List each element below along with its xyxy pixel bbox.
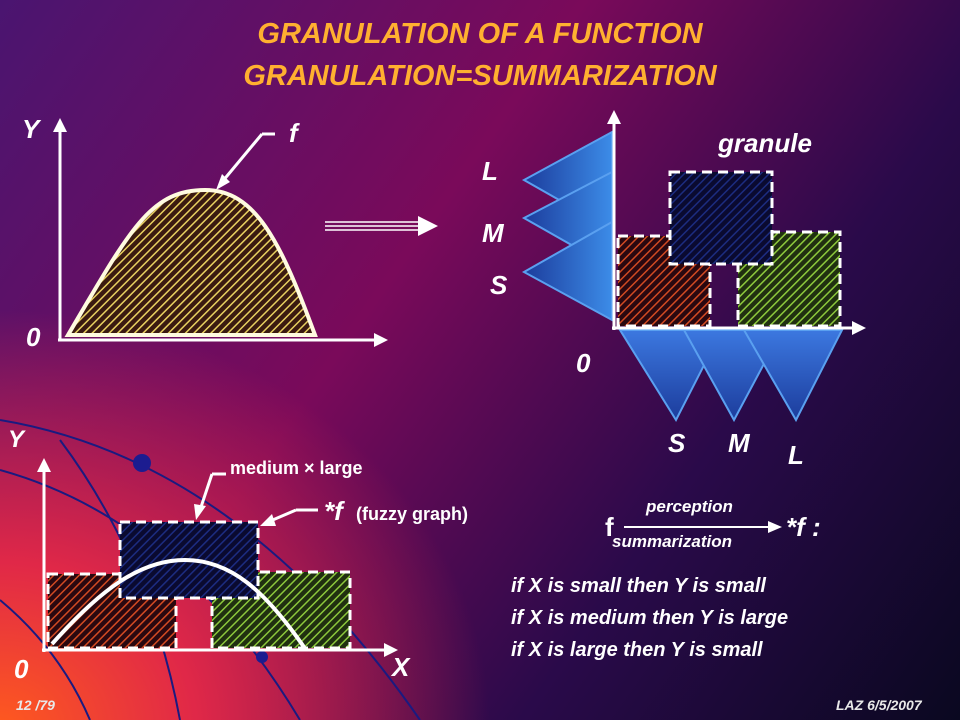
background-dot — [133, 454, 151, 472]
f-pointer-arrow — [220, 133, 264, 183]
y-term-S: S — [490, 270, 508, 300]
y-axis-arrow — [37, 458, 51, 472]
background-dot — [256, 651, 268, 663]
medium-large-label: medium × large — [230, 458, 363, 478]
fuzzy-graph-pointer-head — [260, 514, 276, 526]
fuzzy-graph-label: *f — [324, 496, 343, 526]
mapping-from: f — [605, 512, 614, 542]
granule-pointer-head — [194, 504, 206, 520]
f-pointer-head — [216, 174, 230, 190]
author-date: LAZ 6/5/2007 — [836, 697, 922, 713]
function-curve — [64, 187, 318, 337]
fuzzy-graph-note: (fuzzy graph) — [356, 504, 468, 524]
rule-1: if X is small then Y is small — [511, 575, 766, 597]
mapping-to: *f : — [786, 512, 821, 542]
y-axis-arrow — [53, 118, 67, 132]
y-axis-arrow — [607, 110, 621, 124]
function-plot — [53, 118, 388, 347]
x-axis-arrow — [852, 321, 866, 335]
y-fuzzy-set-S — [521, 220, 613, 322]
x-term-S: S — [668, 428, 686, 458]
function-label: f — [289, 118, 298, 148]
title-line-2: GRANULATION=SUMMARIZATION — [243, 60, 717, 92]
page-number: 12 /79 — [16, 697, 55, 713]
origin-label: 0 — [14, 654, 29, 684]
perception-label: perception — [646, 497, 733, 516]
x-axis-label: X — [392, 652, 410, 682]
summarization-label: summarization — [612, 532, 732, 551]
rule-2: if X is medium then Y is large — [511, 607, 789, 629]
origin-label: 0 — [576, 348, 591, 378]
transition-arrow — [325, 216, 438, 236]
mapping-arrow — [624, 521, 782, 533]
granule-label: granule — [718, 128, 812, 158]
approximated-function-curve — [50, 557, 308, 652]
rule-3: if X is large then Y is small — [511, 639, 763, 661]
y-term-M: M — [482, 218, 504, 248]
origin-label: 0 — [26, 322, 41, 352]
x-term-M: M — [728, 428, 750, 458]
x-term-L: L — [788, 440, 804, 470]
y-axis-label: Y — [22, 114, 40, 144]
x-axis-arrow — [374, 333, 388, 347]
granule-plot — [521, 110, 866, 423]
fuzzy-graph-plot — [37, 458, 398, 657]
title-line-1: GRANULATION OF A FUNCTION — [257, 18, 703, 50]
y-term-L: L — [482, 156, 498, 186]
x-axis-arrow — [384, 643, 398, 657]
granule-medium-large — [668, 170, 774, 266]
granule-pointer-arrow — [198, 473, 214, 511]
y-axis-label: Y — [8, 426, 25, 453]
x-fuzzy-set-L — [742, 329, 844, 423]
